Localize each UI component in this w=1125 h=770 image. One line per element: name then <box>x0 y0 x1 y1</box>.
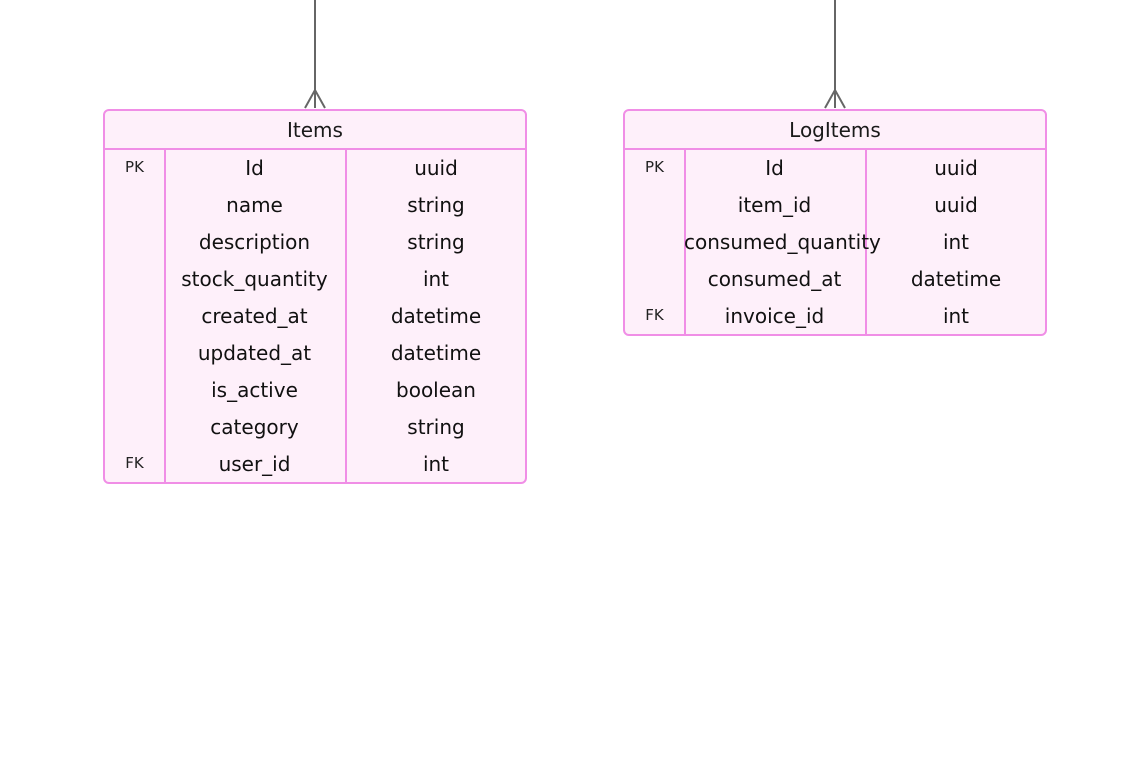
attribute-name: stock_quantity <box>181 267 328 291</box>
attribute-row: created_at datetime <box>105 298 525 335</box>
attribute-type: datetime <box>390 304 482 328</box>
column-divider <box>345 150 347 482</box>
attribute-row: updated_at datetime <box>105 335 525 372</box>
key-label <box>625 187 684 224</box>
entity-title: LogItems <box>625 111 1045 150</box>
attribute-name: is_active <box>211 378 298 402</box>
attribute-name: Id <box>245 156 264 180</box>
attribute-name: name <box>226 193 283 217</box>
attribute-type: int <box>942 230 970 254</box>
attribute-row: PK Id uuid <box>625 150 1045 187</box>
attribute-name: updated_at <box>197 341 312 365</box>
attribute-type: int <box>422 452 450 476</box>
attribute-type: datetime <box>910 267 1002 291</box>
attribute-type: datetime <box>390 341 482 365</box>
attribute-name: description <box>198 230 311 254</box>
attribute-type: string <box>407 193 465 217</box>
attribute-row: description string <box>105 224 525 261</box>
key-label <box>105 335 164 372</box>
key-label <box>625 224 684 261</box>
key-label <box>105 187 164 224</box>
attribute-type: uuid <box>934 156 978 180</box>
attribute-type: uuid <box>934 193 978 217</box>
attribute-name: consumed_at <box>707 267 842 291</box>
attribute-row: consumed_at datetime <box>625 261 1045 298</box>
key-label: PK <box>125 158 144 176</box>
attribute-row: category string <box>105 409 525 446</box>
attribute-type: uuid <box>414 156 458 180</box>
attribute-type: string <box>407 415 465 439</box>
key-label <box>105 372 164 409</box>
entity-items[interactable]: Items PK Id uuid name string description… <box>103 109 527 484</box>
attribute-row: PK Id uuid <box>105 150 525 187</box>
attribute-row: stock_quantity int <box>105 261 525 298</box>
connector-logitems <box>824 0 846 109</box>
attribute-row: consumed_quantity int <box>625 224 1045 261</box>
entity-title: Items <box>105 111 525 150</box>
attribute-name: category <box>210 415 299 439</box>
attribute-name: invoice_id <box>724 304 825 328</box>
entity-logitems[interactable]: LogItems PK Id uuid item_id uuid consume… <box>623 109 1047 336</box>
key-label <box>105 261 164 298</box>
column-divider <box>865 150 867 334</box>
key-label <box>625 261 684 298</box>
key-label <box>105 224 164 261</box>
attribute-type: boolean <box>396 378 476 402</box>
attribute-name: item_id <box>737 193 812 217</box>
attribute-name: user_id <box>218 452 291 476</box>
attribute-row: FK user_id int <box>105 446 525 482</box>
attribute-row: is_active boolean <box>105 372 525 409</box>
attribute-type: string <box>407 230 465 254</box>
attribute-row: item_id uuid <box>625 187 1045 224</box>
crows-foot-logitems-icon <box>824 87 846 109</box>
entity-attributes: PK Id uuid item_id uuid consumed_quantit… <box>625 150 1045 334</box>
key-label: FK <box>125 454 144 472</box>
attribute-row: name string <box>105 187 525 224</box>
attribute-name: consumed_quantity <box>684 230 881 254</box>
key-label: PK <box>645 158 664 176</box>
key-label <box>105 298 164 335</box>
column-divider <box>684 150 686 334</box>
attribute-name: created_at <box>201 304 308 328</box>
column-divider <box>164 150 166 482</box>
crows-foot-items-icon <box>304 87 326 109</box>
entity-attributes: PK Id uuid name string description strin… <box>105 150 525 482</box>
key-label <box>105 409 164 446</box>
attribute-row: FK invoice_id int <box>625 298 1045 334</box>
attribute-type: int <box>422 267 450 291</box>
connector-items <box>304 0 326 109</box>
attribute-name: Id <box>765 156 784 180</box>
key-label: FK <box>645 306 664 324</box>
attribute-type: int <box>942 304 970 328</box>
